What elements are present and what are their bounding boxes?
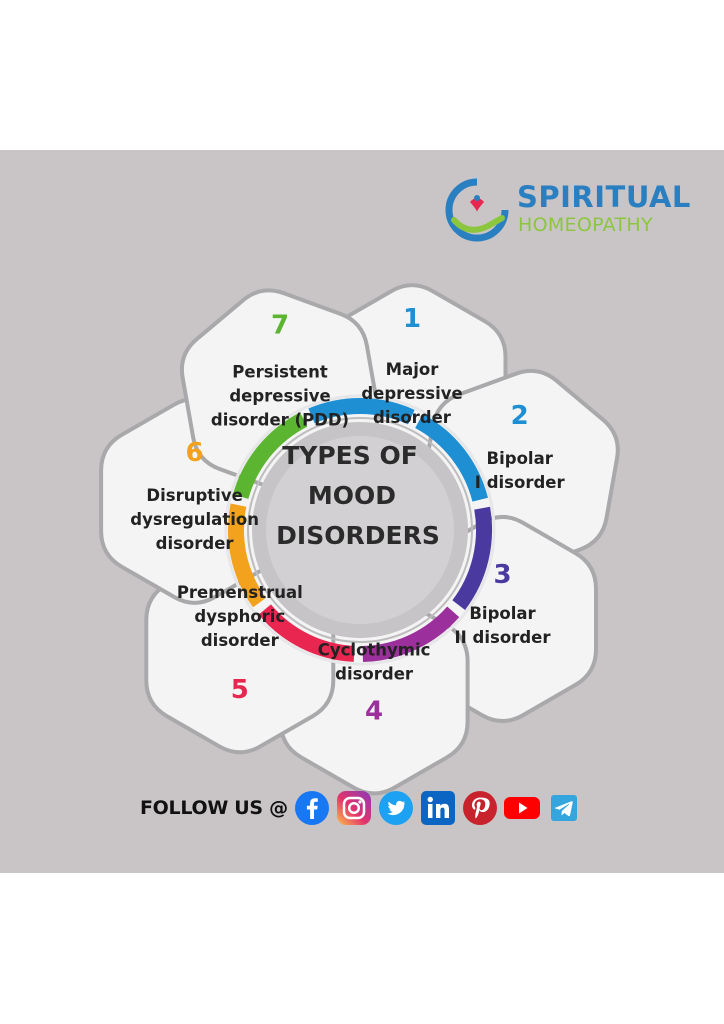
center-disc-inner [266, 436, 454, 624]
center-title-line-2: MOOD [308, 481, 396, 510]
disorder-name-line: Cyclothymic [318, 640, 431, 659]
disorder-number: 3 [493, 560, 511, 590]
disorder-name-line: Major [386, 360, 440, 379]
linkedin-icon[interactable] [420, 790, 456, 826]
youtube-icon[interactable] [503, 790, 540, 826]
facebook-icon[interactable] [294, 790, 330, 826]
center-title-line-3: DISORDERS [276, 521, 440, 550]
disorder-number: 2 [511, 401, 529, 431]
pinterest-icon[interactable] [462, 790, 498, 826]
telegram-icon[interactable] [546, 790, 582, 826]
disorder-number: 6 [186, 438, 204, 468]
disorder-name-line: disorder [373, 408, 452, 427]
disorder-name-line: disorder [156, 534, 235, 553]
brand-name-line-2: HOMEOPATHY [518, 214, 653, 236]
disorder-name-line: Premenstrual [177, 583, 303, 602]
ring-segment-1 [308, 398, 415, 425]
disorder-number: 7 [271, 310, 289, 340]
color-ring [224, 394, 496, 666]
disorder-name-line: depressive [361, 384, 462, 403]
disorder-name-line: Persistent [232, 362, 328, 381]
ring-outer-border [224, 394, 496, 666]
disorder-name-line: II disorder [455, 628, 552, 647]
disorder-name-line: dysphoric [194, 607, 285, 626]
petal-label-5: 5 Premenstrual dysphoric disorder [177, 583, 303, 705]
hand-heart-logo-icon [445, 178, 509, 242]
disorder-number: 4 [365, 696, 383, 726]
ring-segment-2 [415, 413, 488, 502]
petal-label-4: 4 Cyclothymic disorder [318, 640, 431, 726]
ring-segment-3 [452, 506, 492, 610]
disorder-name-line: depressive [229, 386, 330, 405]
ring-segment-6 [227, 503, 267, 608]
disorder-name-line: Bipolar [487, 449, 554, 468]
brand-name-line-1: SPIRITUAL [517, 180, 691, 214]
disorder-name-line: disorder [335, 664, 414, 683]
disorder-name-line: disorder (PDD) [211, 410, 349, 429]
ring-segment-7 [232, 412, 308, 500]
disorder-number: 5 [231, 675, 249, 705]
disorder-name-line: I disorder [475, 473, 566, 492]
disorder-name-line: dysregulation [130, 510, 259, 529]
disorder-name-line: disorder [201, 631, 280, 650]
twitter-icon[interactable] [378, 790, 414, 826]
follow-us-bar: FOLLOW US @ [140, 788, 588, 828]
ring-inner-border [247, 417, 473, 643]
follow-us-label: FOLLOW US @ [140, 797, 288, 819]
disorder-number: 1 [403, 304, 421, 334]
brand-logo: SPIRITUAL HOMEOPATHY [442, 176, 712, 246]
disorder-name-line: Bipolar [469, 604, 536, 623]
instagram-icon[interactable] [336, 790, 372, 826]
ring-segment-4 [362, 606, 460, 662]
disorder-name-line: Disruptive [146, 486, 242, 505]
ring-segment-5 [258, 604, 355, 662]
center-title-line-1: TYPES OF [282, 441, 418, 470]
